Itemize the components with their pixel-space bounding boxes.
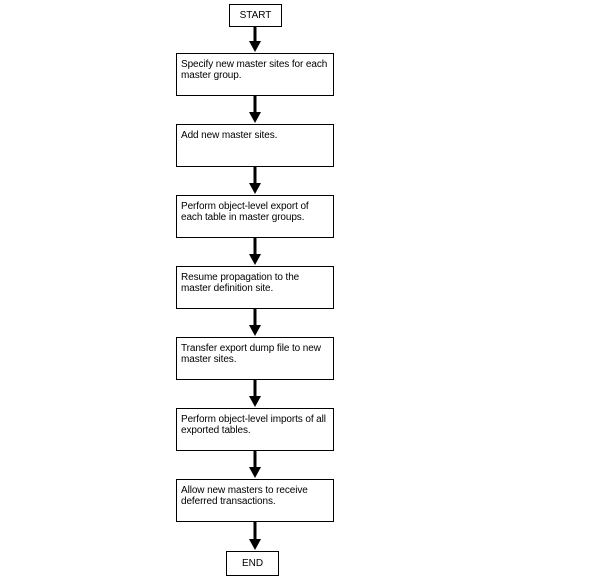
step-7-box: Allow new masters to receive deferred tr… (176, 479, 334, 522)
end-label: END (241, 558, 264, 569)
step-1-text: Specify new master sites for each master… (181, 59, 328, 81)
start-label: START (239, 10, 272, 21)
step-2-text: Add new master sites. (181, 130, 278, 141)
end-terminal: END (226, 551, 279, 576)
step-4-text: Resume propagation to the master definit… (181, 272, 300, 294)
step-5-text: Transfer export dump file to new master … (181, 343, 321, 365)
step-5-box: Transfer export dump file to new master … (176, 337, 334, 380)
step-6-box: Perform object-level imports of all expo… (176, 408, 334, 451)
step-2-box: Add new master sites. (176, 124, 334, 167)
start-terminal: START (229, 4, 282, 27)
step-3-box: Perform object-level export of each tabl… (176, 195, 334, 238)
step-6-text: Perform object-level imports of all expo… (181, 414, 326, 436)
step-3-text: Perform object-level export of each tabl… (181, 201, 309, 223)
step-7-text: Allow new masters to receive deferred tr… (181, 485, 308, 507)
step-1-box: Specify new master sites for each master… (176, 53, 334, 96)
step-4-box: Resume propagation to the master definit… (176, 266, 334, 309)
